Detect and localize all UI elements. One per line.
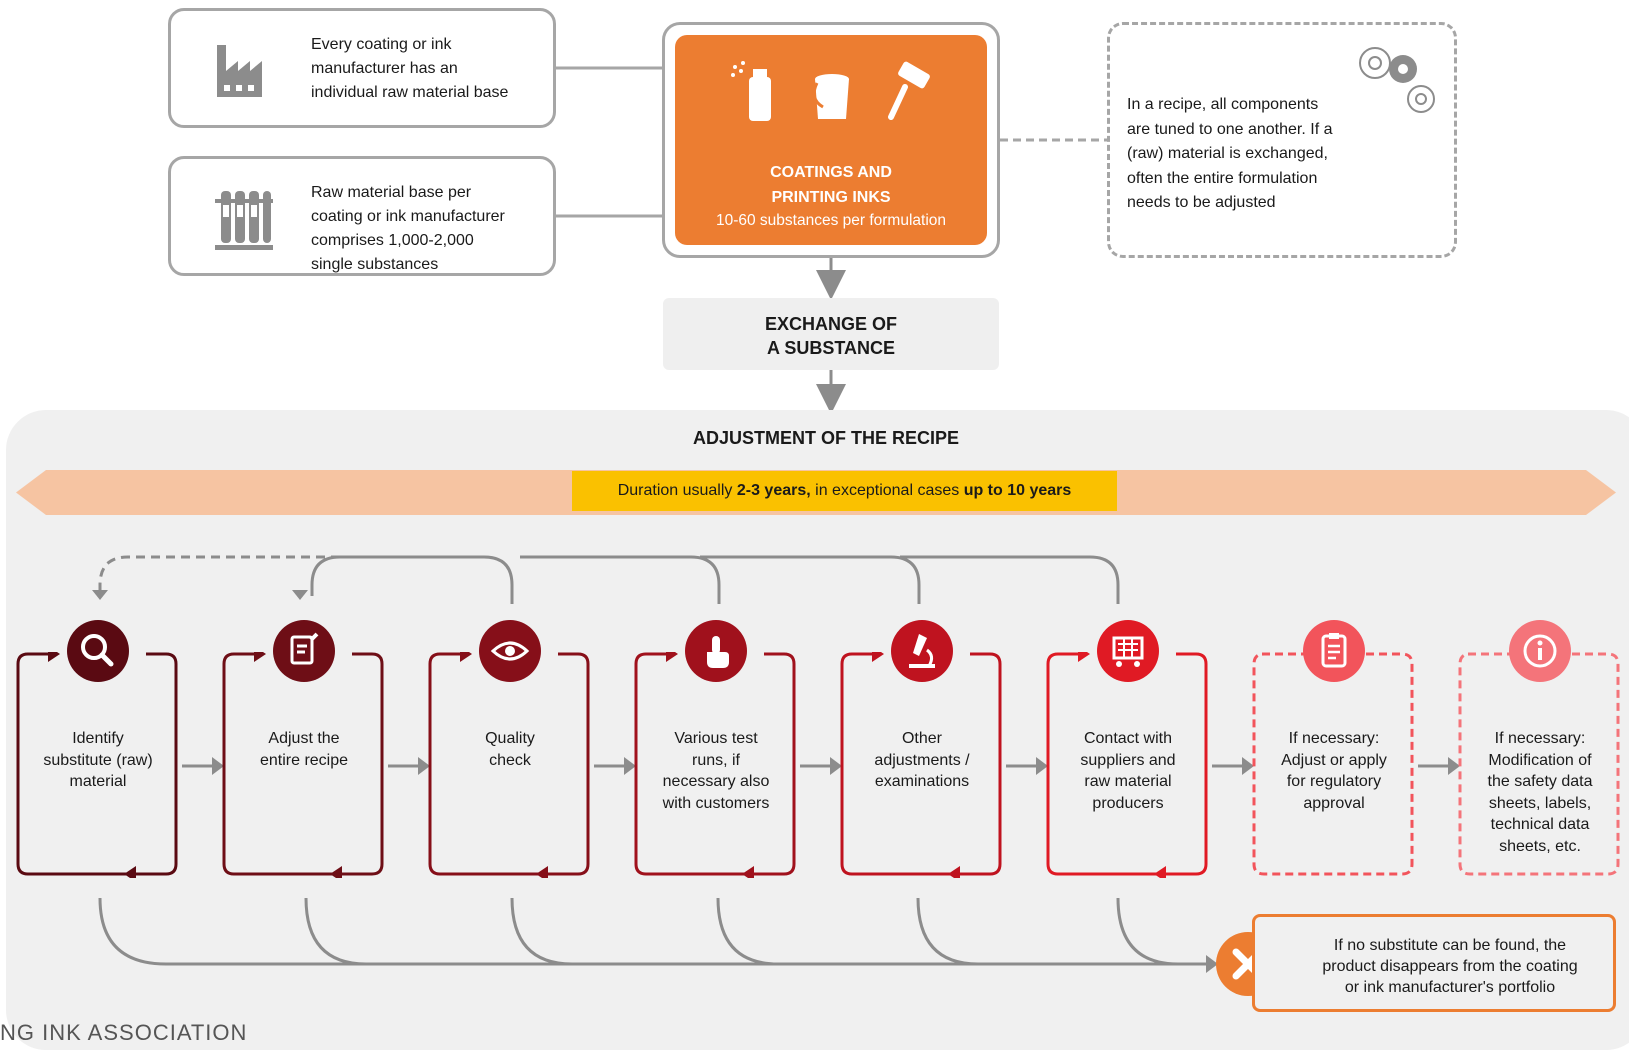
step-arrow-bottom	[1154, 866, 1166, 878]
step-outline	[1458, 652, 1620, 876]
clipboard-icon	[1303, 620, 1365, 682]
panel-title: ADJUSTMENT OF THE RECIPE	[692, 428, 960, 448]
step-arrow-bottom	[742, 866, 754, 878]
step-outline	[16, 652, 178, 878]
info-icon	[1509, 620, 1571, 682]
shopping-cart-icon	[1097, 620, 1159, 682]
step-outline	[428, 652, 590, 878]
step-arrow-top	[48, 652, 60, 662]
step-arrow-top	[666, 652, 678, 662]
step-arrow-top	[872, 652, 884, 662]
eye-icon	[479, 620, 541, 682]
duration-highlight: Duration usually 2-3 years, in exception…	[572, 471, 1117, 511]
microscope-icon	[891, 620, 953, 682]
step-arrow-bottom	[536, 866, 548, 878]
step-outline	[840, 652, 1002, 878]
step-arrow-top	[460, 652, 472, 662]
edit-document-icon	[273, 620, 335, 682]
step-arrow-top	[254, 652, 266, 662]
step-outline	[222, 652, 384, 878]
step-outline	[634, 652, 796, 878]
factory-icon	[215, 41, 265, 104]
footer-text: NG INK ASSOCIATION	[0, 1020, 248, 1045]
step-outline	[1252, 652, 1414, 876]
coatings-subtitle: 10-60 substances per formulation	[715, 212, 947, 229]
step-arrow-bottom	[124, 866, 136, 878]
paint-roller-icon	[888, 61, 930, 120]
step-arrow-bottom	[948, 866, 960, 878]
paint-bucket-icon	[812, 74, 849, 119]
step-arrow-top	[1078, 652, 1090, 662]
touch-hand-icon	[685, 620, 747, 682]
spray-can-icon	[731, 61, 771, 121]
magnifier-icon	[67, 620, 129, 682]
coating-icons-row	[731, 61, 930, 121]
step-outline	[1046, 652, 1208, 878]
gears-icon	[1359, 47, 1435, 113]
step-arrow-bottom	[330, 866, 342, 878]
test-tubes-icon	[215, 191, 273, 258]
